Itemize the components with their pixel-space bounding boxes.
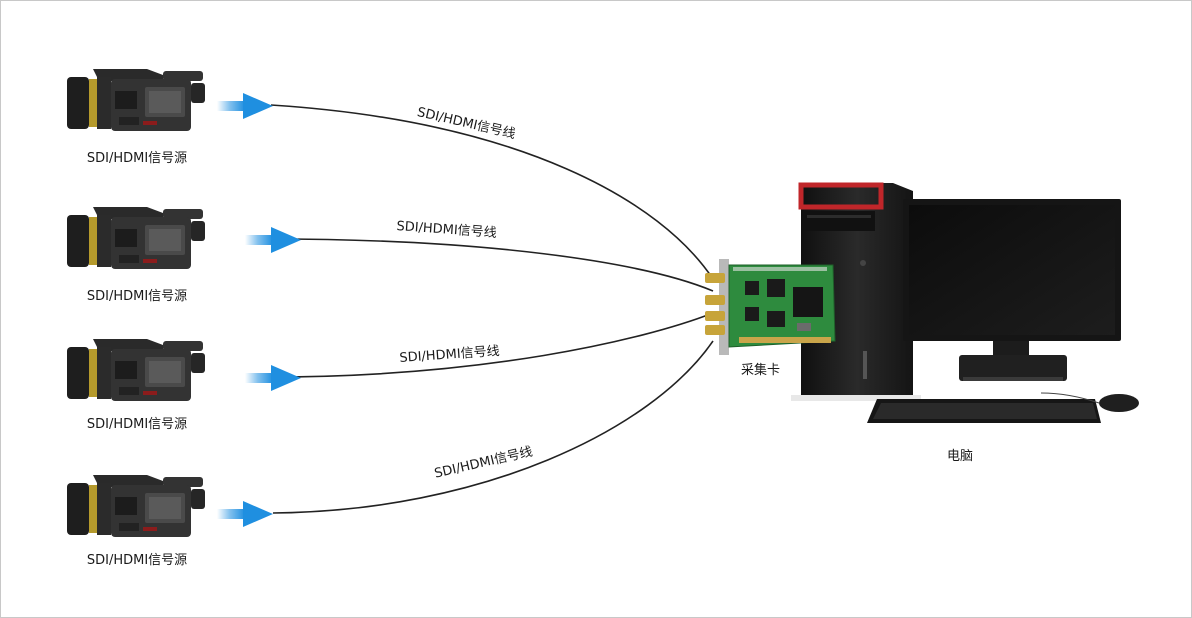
cable-2 bbox=[270, 238, 714, 292]
source-label: SDI/HDMI信号源 bbox=[86, 553, 188, 568]
arrow-icon bbox=[245, 365, 301, 391]
pc-tower-icon bbox=[791, 182, 921, 401]
monitor-icon bbox=[903, 199, 1121, 381]
cable-3 bbox=[270, 312, 714, 378]
mouse-icon bbox=[1040, 392, 1139, 412]
signal-arrows bbox=[217, 93, 301, 527]
camcorder-icon bbox=[67, 207, 205, 269]
cable-1 bbox=[270, 104, 714, 280]
arrow-icon bbox=[217, 501, 273, 527]
source-label: SDI/HDMI信号源 bbox=[86, 289, 188, 304]
arrow-icon bbox=[217, 93, 273, 119]
computer-label: 电脑 bbox=[947, 449, 974, 464]
cables bbox=[270, 104, 714, 514]
capture-card-icon bbox=[705, 259, 836, 355]
source-label: SDI/HDMI信号源 bbox=[86, 417, 188, 432]
camcorder-icon bbox=[67, 69, 205, 131]
camcorder-icon bbox=[67, 339, 205, 401]
source-label: SDI/HDMI信号源 bbox=[86, 151, 188, 166]
camcorder-icon bbox=[67, 475, 205, 537]
capture-card-label: 采集卡 bbox=[741, 363, 781, 378]
cable-4 bbox=[272, 340, 714, 514]
keyboard-icon bbox=[867, 399, 1101, 423]
arrow-icon bbox=[245, 227, 301, 253]
